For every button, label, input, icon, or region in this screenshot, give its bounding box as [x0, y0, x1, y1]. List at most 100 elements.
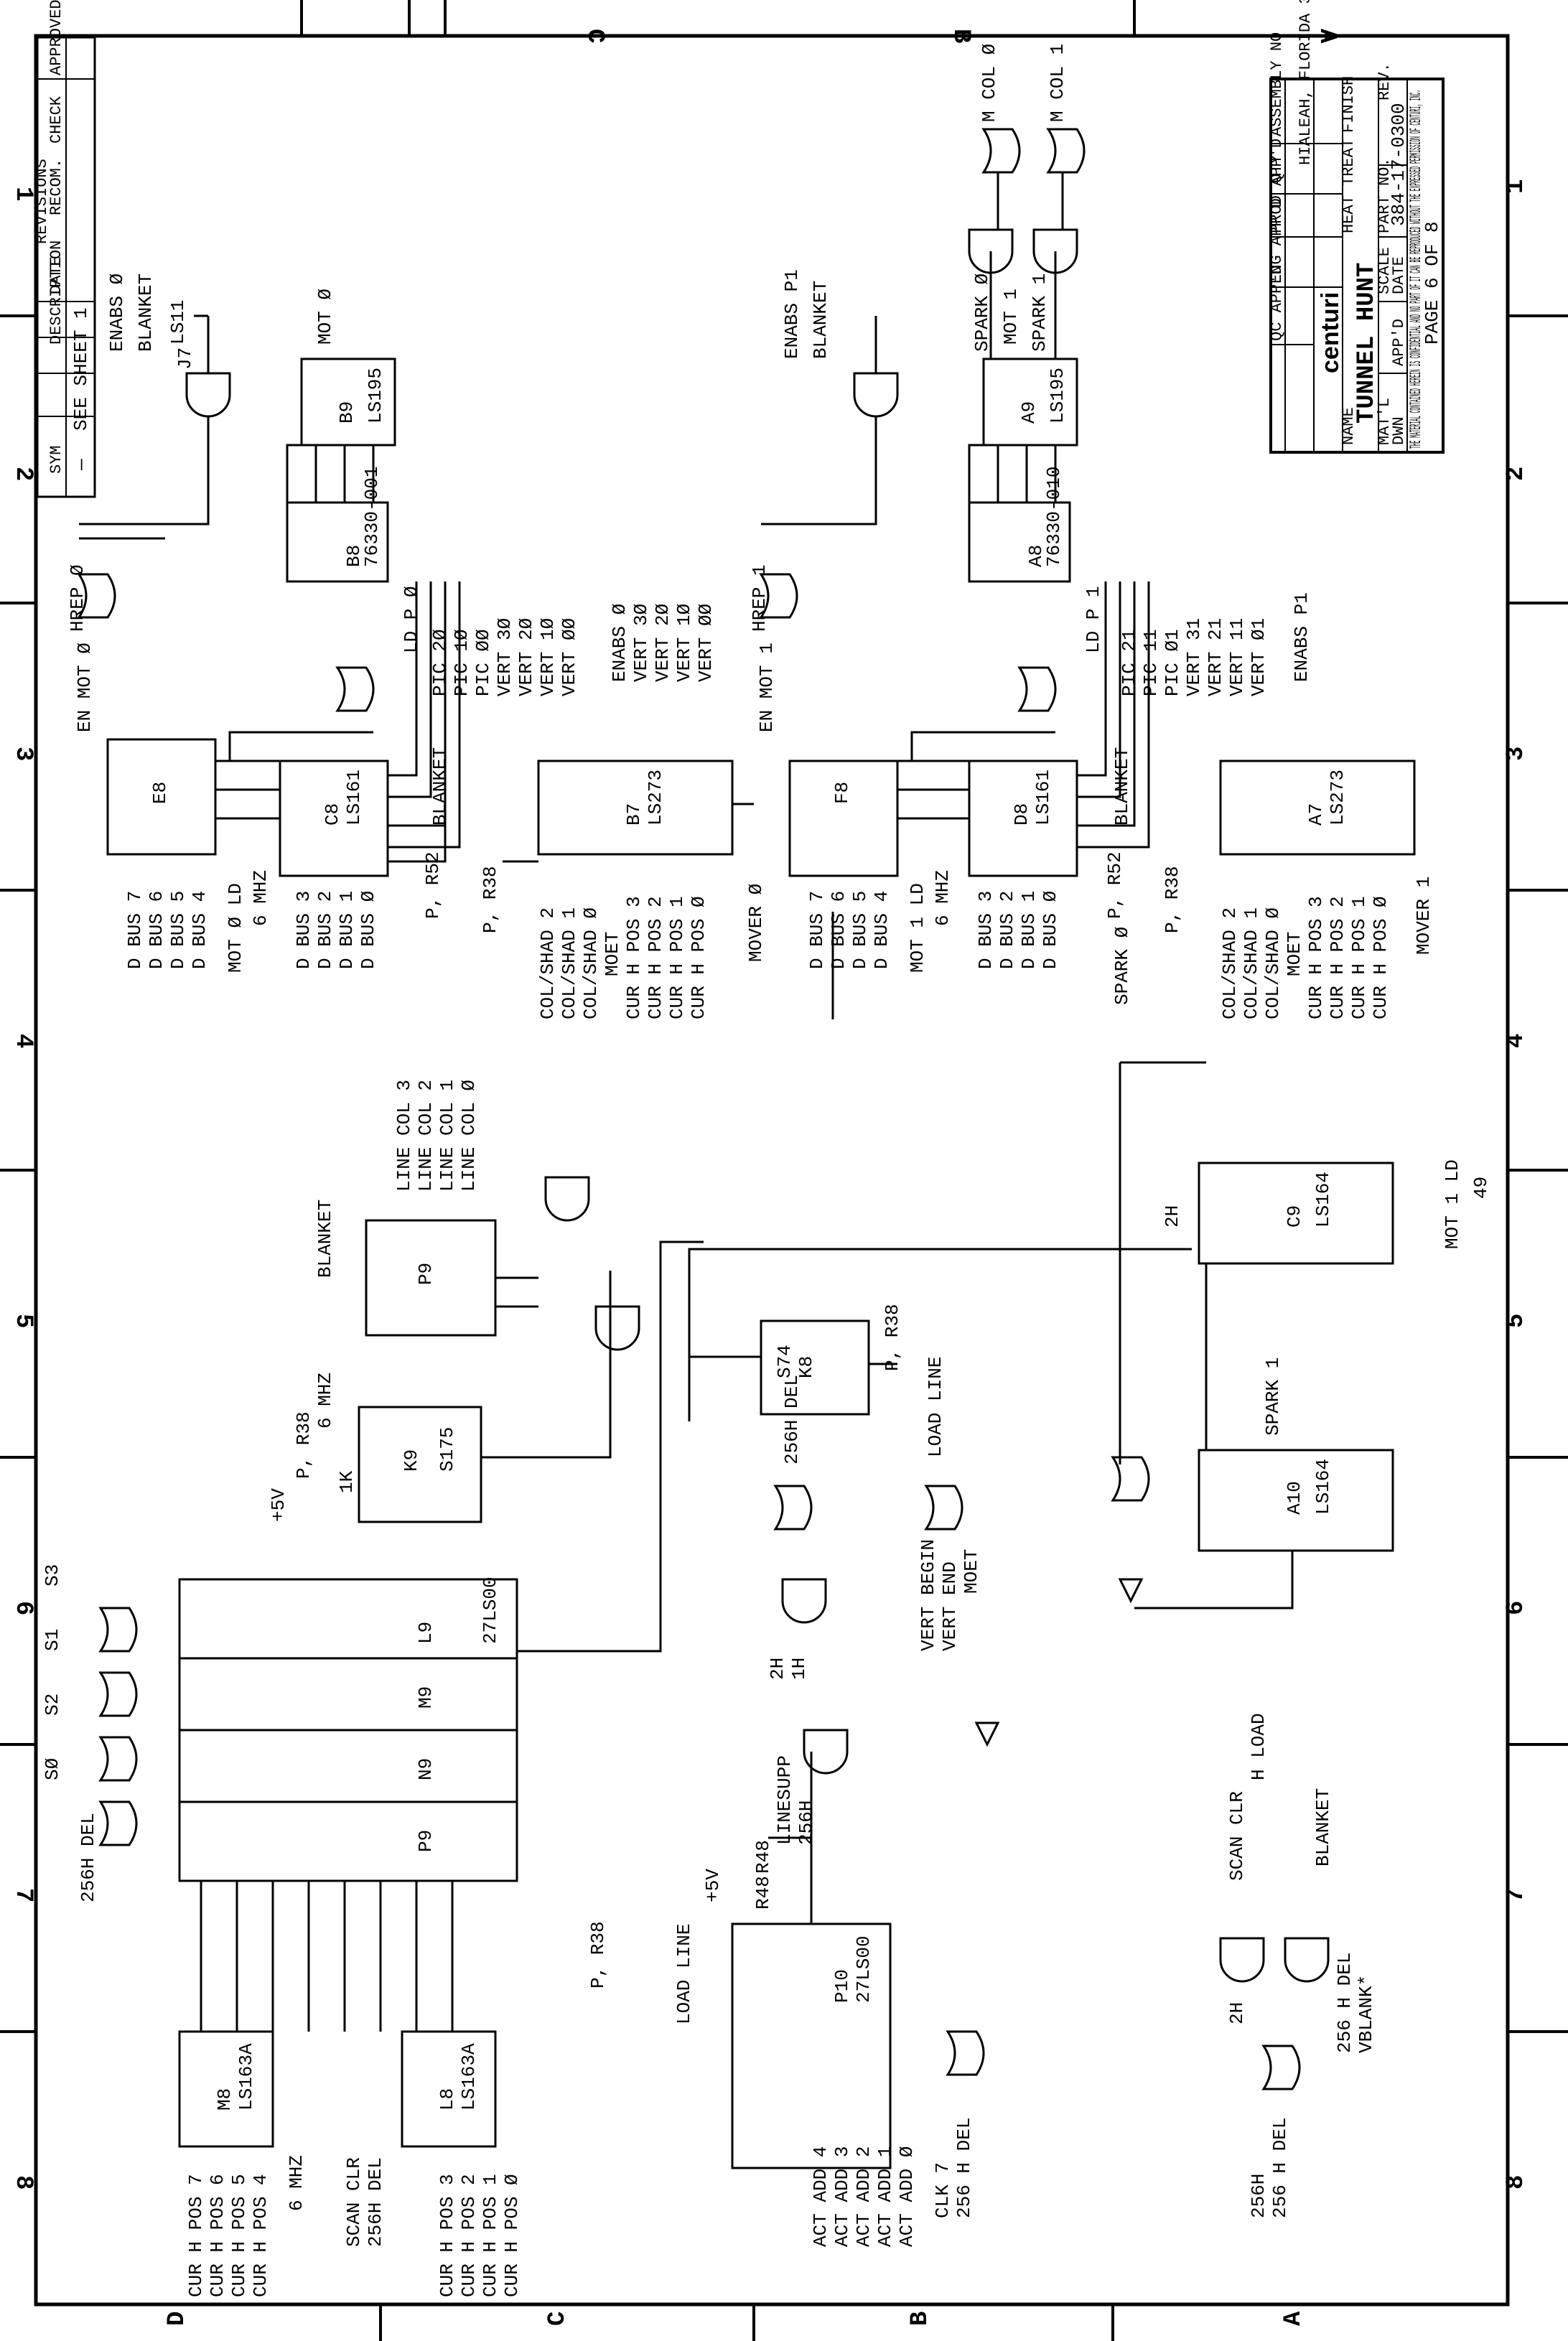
revision-header: REVISIONS — [33, 159, 51, 244]
gate-h7 — [1111, 1456, 1150, 1502]
label-moet-c: MOET — [961, 1549, 982, 1594]
middle-section — [98, 912, 1394, 2169]
label-dbus1-b: D BUS 1 — [1018, 891, 1040, 969]
ref-n9: N9 — [415, 1758, 437, 1780]
rev-col-sym: SYM — [47, 445, 65, 474]
type-l8: LS163A — [458, 2043, 480, 2111]
label-moet-a: MOET — [602, 932, 623, 976]
gate-l10-b — [773, 1485, 813, 1531]
type-b9: LS195 — [365, 368, 386, 424]
zone-number-6: 6 — [9, 1601, 37, 1615]
label-curhpos3-c: CUR H POS 3 — [437, 2174, 458, 2297]
zone-letter-a-bottom: A — [1280, 2311, 1307, 2326]
label-act-add0: ACT ADD Ø — [896, 2146, 918, 2247]
ref-p10: P10 — [831, 1969, 853, 2003]
label-act-add3: ACT ADD 3 — [831, 2146, 853, 2247]
label-curhpos6: CUR H POS 6 — [207, 2174, 228, 2297]
motor-1-bank — [759, 128, 1416, 877]
label-curhpos0-c: CUR H POS Ø — [501, 2174, 523, 2297]
label-pr52-a: P, R52 — [422, 851, 444, 919]
label-curhpos3-b: CUR H POS 3 — [1305, 896, 1327, 1019]
label-dbus6-a: D BUS 6 — [146, 891, 167, 969]
zone-numbers-left: 1 2 3 4 5 6 7 8 — [9, 187, 37, 2190]
label-hrep0: HREP Ø — [67, 564, 88, 632]
label-pr38-d: P, R38 — [882, 1304, 903, 1371]
zone-number-8: 8 — [9, 2175, 37, 2190]
flag-s0: SØ — [42, 1758, 63, 1780]
gate-n10-b — [781, 1578, 827, 1624]
label-pr38-b: P, R38 — [1162, 866, 1183, 933]
tb-qty: QTY — [1268, 154, 1286, 183]
label-enabs0-b: ENABS Ø — [609, 604, 630, 682]
label-vert10-b: VERT 1Ø — [673, 604, 695, 682]
label-curhpos1-c: CUR H POS 1 — [480, 2174, 501, 2297]
ref-c9: C9 — [1284, 1205, 1305, 1228]
gate-n8 — [1219, 1937, 1265, 1983]
label-en-mot0: EN MOT Ø — [74, 643, 95, 732]
label-vert00: VERT ØØ — [559, 618, 580, 696]
label-6mhz-c: 6 MHZ — [314, 1373, 336, 1429]
label-vert-end: VERT END — [939, 1561, 961, 1651]
label-mot0-ld: MOT Ø LD — [225, 883, 246, 973]
label-6mhz-d: 6 MHZ — [286, 2155, 307, 2211]
label-scan-clr-b: SCAN CLR — [1226, 1791, 1248, 1881]
part-number: 384-17-0300 — [1388, 103, 1409, 226]
zone-number-4: 4 — [9, 1034, 37, 1048]
gate-l10-c — [924, 1485, 963, 1531]
chip-k8 — [760, 1319, 870, 1416]
ref-e8: E8 — [149, 782, 171, 804]
label-line-col3: LINE COL 3 — [393, 1080, 415, 1192]
type-b7: LS273 — [645, 770, 666, 826]
label-dbus3-b: D BUS 3 — [975, 891, 997, 969]
label-vert20-b: VERT 2Ø — [652, 604, 673, 682]
label-blanket-c: BLANKET — [1111, 747, 1133, 826]
label-colshad0-b: COL/SHAD Ø — [1262, 907, 1284, 1019]
rev-col-description: DESCRIPTION — [47, 240, 65, 345]
gate-m10-bottom — [759, 573, 798, 619]
gate-k10-d — [1284, 1937, 1330, 1983]
label-mot1: MOT 1 — [1000, 289, 1022, 345]
type-a8: 76330-010 — [1043, 467, 1065, 567]
gate-r9-a — [98, 1607, 138, 1653]
type-j7-top: LS11 — [167, 300, 189, 345]
label-1h: 1H — [788, 1658, 810, 1680]
label-dbus6-b: D BUS 6 — [828, 891, 849, 969]
ref-a9: A9 — [1018, 401, 1040, 424]
ref-a8: A8 — [1025, 545, 1047, 567]
label-enabsp1-a: ENABS P1 — [781, 269, 803, 359]
label-curhpos0-a: CUR H POS Ø — [688, 896, 709, 1019]
gate-h8-b — [1118, 1578, 1144, 1604]
type-a10: LS164 — [1312, 1459, 1334, 1515]
label-256h-b: 256H — [1248, 2174, 1269, 2218]
label-vert00-b: VERT ØØ — [695, 604, 717, 682]
label-256h-del-a: 256H DEL — [781, 1375, 803, 1464]
confidential-notice: THE MATERIAL CONTAINED HEREIN IS CONFIDE… — [1407, 90, 1425, 449]
zone-number-2-r: 2 — [1503, 467, 1530, 481]
label-line-col0: LINE COL Ø — [458, 1080, 480, 1192]
gate-k10-a — [968, 228, 1014, 274]
label-256hdel-d: 256 H DEL — [1269, 2118, 1291, 2218]
zone-numbers-right: 1 2 3 4 5 6 7 8 — [1503, 179, 1530, 2190]
label-blanket-e: BLANKET — [314, 1200, 336, 1278]
type-k8: S74 — [774, 1345, 795, 1378]
ref-a10: A10 — [1284, 1481, 1305, 1515]
gate-n11-bottom — [1017, 666, 1057, 712]
type-d8: LS161 — [1032, 770, 1054, 826]
type-k9: S175 — [437, 1427, 458, 1472]
label-dbus4-b: D BUS 4 — [871, 891, 892, 969]
label-dbus2-b: D BUS 2 — [997, 891, 1018, 969]
title-block: ASSEMBLY NO QTY PROD APP'D ENG APP'D QC … — [1268, 0, 1445, 454]
tb-matl: MAT'L — [1376, 398, 1394, 445]
label-dbus1-a: D BUS 1 — [336, 891, 358, 969]
label-mcol0: M COL Ø — [979, 44, 1000, 122]
zone-number-8-r: 8 — [1503, 2175, 1530, 2190]
label-pr52-b: P, R52 — [1104, 851, 1126, 919]
chip-a8 — [968, 501, 1071, 583]
ref-m9: M9 — [415, 1686, 437, 1709]
ref-l9: L9 — [415, 1622, 437, 1644]
gate-r4 — [1261, 2045, 1301, 2090]
label-5v-a: +5V — [268, 1488, 289, 1522]
tb-qc-appd: QC APP'D — [1268, 265, 1286, 341]
left-labels: CUR H POS 7 CUR H POS 6 CUR H POS 5 CUR … — [42, 1564, 1377, 2297]
